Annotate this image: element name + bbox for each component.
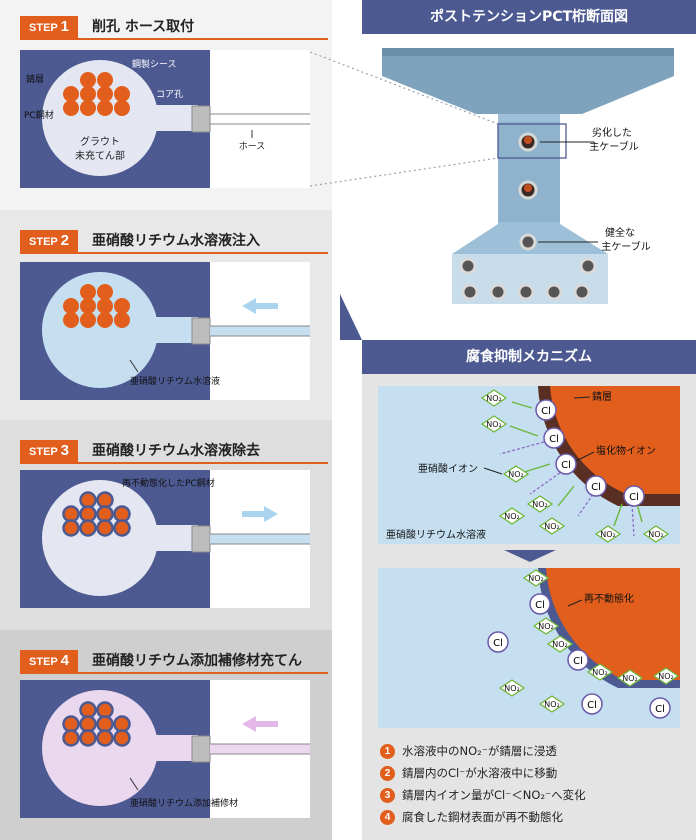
svg-text:Cl: Cl [587, 700, 597, 711]
step1-underline [20, 38, 328, 40]
svg-text:NO₂: NO₂ [486, 420, 502, 429]
svg-text:NO₂: NO₂ [532, 500, 548, 509]
fill-arrow-icon [242, 716, 278, 732]
step1-title: 削孔 ホース取付 [92, 19, 195, 35]
svg-text:NO₂: NO₂ [504, 684, 520, 693]
label-damaged-2: 主ケーブル [589, 140, 638, 153]
label-damaged-1: 劣化した [592, 126, 632, 139]
label-pc: PC鋼材 [24, 109, 54, 121]
svg-text:Cl: Cl [655, 704, 665, 715]
svg-text:NO₂: NO₂ [538, 622, 554, 631]
label-passive: 再不動態化したPC鋼材 [122, 477, 215, 489]
svg-text:NO₂: NO₂ [600, 530, 616, 539]
svg-text:NO₂: NO₂ [552, 640, 568, 649]
step4-caption: STEP 4 亜硝酸リチウム添加補修材充てん [20, 650, 328, 674]
step2-badge: STEP 2 [20, 230, 78, 252]
cl-free: Cl Cl Cl Cl Cl [487, 593, 671, 719]
label-healthy-1: 健全な [605, 226, 635, 239]
step2-diagram: 亜硝酸リチウム水溶液 [20, 262, 310, 400]
svg-text:Cl: Cl [591, 482, 601, 493]
svg-text:NO₂: NO₂ [508, 470, 524, 479]
mech-label-nitrite: 亜硝酸イオン [418, 462, 478, 475]
label-grout-2: 未充てん部 [75, 149, 125, 162]
step3-diagram: 再不動態化したPC鋼材 [20, 470, 310, 608]
inject-arrow-icon [242, 298, 278, 314]
svg-text:Cl: Cl [573, 656, 583, 667]
no2-ions: NO₂ NO₂ NO₂ NO₂ NO₂ NO₂ NO₂ NO₂ [480, 389, 670, 543]
label-core: コア孔 [156, 89, 183, 100]
healthy-cables [459, 233, 597, 301]
mech-label-solution: 亜硝酸リチウム水溶液 [386, 528, 486, 541]
cl-ions: Cl Cl Cl Cl Cl [535, 399, 645, 507]
svg-text:NO₂: NO₂ [658, 672, 674, 681]
step4-title: 亜硝酸リチウム添加補修材充てん [92, 653, 302, 669]
label-solution: 亜硝酸リチウム水溶液 [130, 375, 220, 387]
svg-text:NO₂: NO₂ [504, 512, 520, 521]
mechanism-pointer [340, 294, 362, 340]
mechanism-header: 腐食抑制メカニズム [362, 340, 696, 374]
step3-underline [20, 462, 328, 464]
svg-text:NO₂: NO₂ [528, 574, 544, 583]
no2-layer: NO₂ NO₂ NO₂ NO₂ NO₂ NO₂ NO₂ NO₂ [498, 569, 680, 713]
step1-cables [63, 72, 130, 116]
step4-underline [20, 672, 328, 674]
svg-text:NO₂: NO₂ [486, 394, 502, 403]
svg-text:Cl: Cl [541, 406, 551, 417]
mech-label-repassive: 再不動態化 [584, 592, 634, 605]
drain-arrow-icon [242, 506, 278, 522]
svg-text:NO₂: NO₂ [648, 530, 664, 539]
label-material: 亜硝酸リチウム添加補修材 [130, 797, 238, 809]
step3-title: 亜硝酸リチウム水溶液除去 [92, 443, 260, 459]
step3-cables [62, 491, 131, 537]
step1-caption: STEP 1 削孔 ホース取付 [20, 16, 328, 40]
svg-text:Cl: Cl [629, 492, 639, 503]
girder-cross-section: 劣化した 主ケーブル 健全な 主ケーブル [382, 48, 674, 304]
svg-text:Cl: Cl [561, 460, 571, 471]
label-healthy-2: 主ケーブル [601, 240, 650, 253]
mechanism-arrow-down [504, 550, 556, 562]
svg-text:NO₂: NO₂ [544, 522, 560, 531]
step3-badge: STEP 3 [20, 440, 78, 462]
step3-caption: STEP 3 亜硝酸リチウム水溶液除去 [20, 440, 328, 464]
label-sheath: 鋼製シース [132, 58, 177, 70]
svg-text:NO₂: NO₂ [592, 668, 608, 677]
svg-text:Cl: Cl [493, 638, 503, 649]
label-rust: 錆層 [26, 73, 44, 85]
mech-label-chloride: 塩化物イオン [596, 444, 656, 457]
process-steps-panel: STEP 1 削孔 ホース取付 錆層 鋼製シース PC鋼材 コア孔 グラウト 未… [0, 0, 332, 840]
cross-section-header: ポストテンションPCT桁断面図 [362, 0, 696, 34]
step2-title: 亜硝酸リチウム水溶液注入 [92, 233, 260, 249]
svg-text:NO₂: NO₂ [622, 674, 638, 683]
svg-text:Cl: Cl [535, 600, 545, 611]
svg-text:Cl: Cl [549, 434, 559, 445]
step2-underline [20, 252, 328, 254]
step1-badge: STEP 1 [20, 16, 78, 38]
step2-caption: STEP 2 亜硝酸リチウム水溶液注入 [20, 230, 328, 254]
svg-text:NO₂: NO₂ [544, 700, 560, 709]
step4-cables [62, 701, 131, 747]
damaged-cable-icon [518, 132, 538, 152]
label-hose: ホース [239, 141, 266, 152]
label-grout: グラウト [80, 135, 120, 148]
step4-diagram: 亜硝酸リチウム添加補修材 [20, 680, 310, 818]
step2-cables [63, 284, 130, 328]
mech-label-rust: 錆層 [592, 390, 612, 403]
step4-badge: STEP 4 [20, 650, 78, 672]
step1-diagram: 錆層 鋼製シース PC鋼材 コア孔 グラウト 未充てん部 ホース [20, 50, 310, 188]
mechanism-top: 錆層 塩化物イオン 亜硝酸イオン 亜硝酸リチウム水溶液 Cl Cl Cl Cl … [378, 386, 680, 544]
mechanism-bottom: 再不動態化 NO₂ NO₂ NO₂ NO₂ NO₂ NO₂ NO₂ NO₂ Cl… [378, 568, 680, 728]
